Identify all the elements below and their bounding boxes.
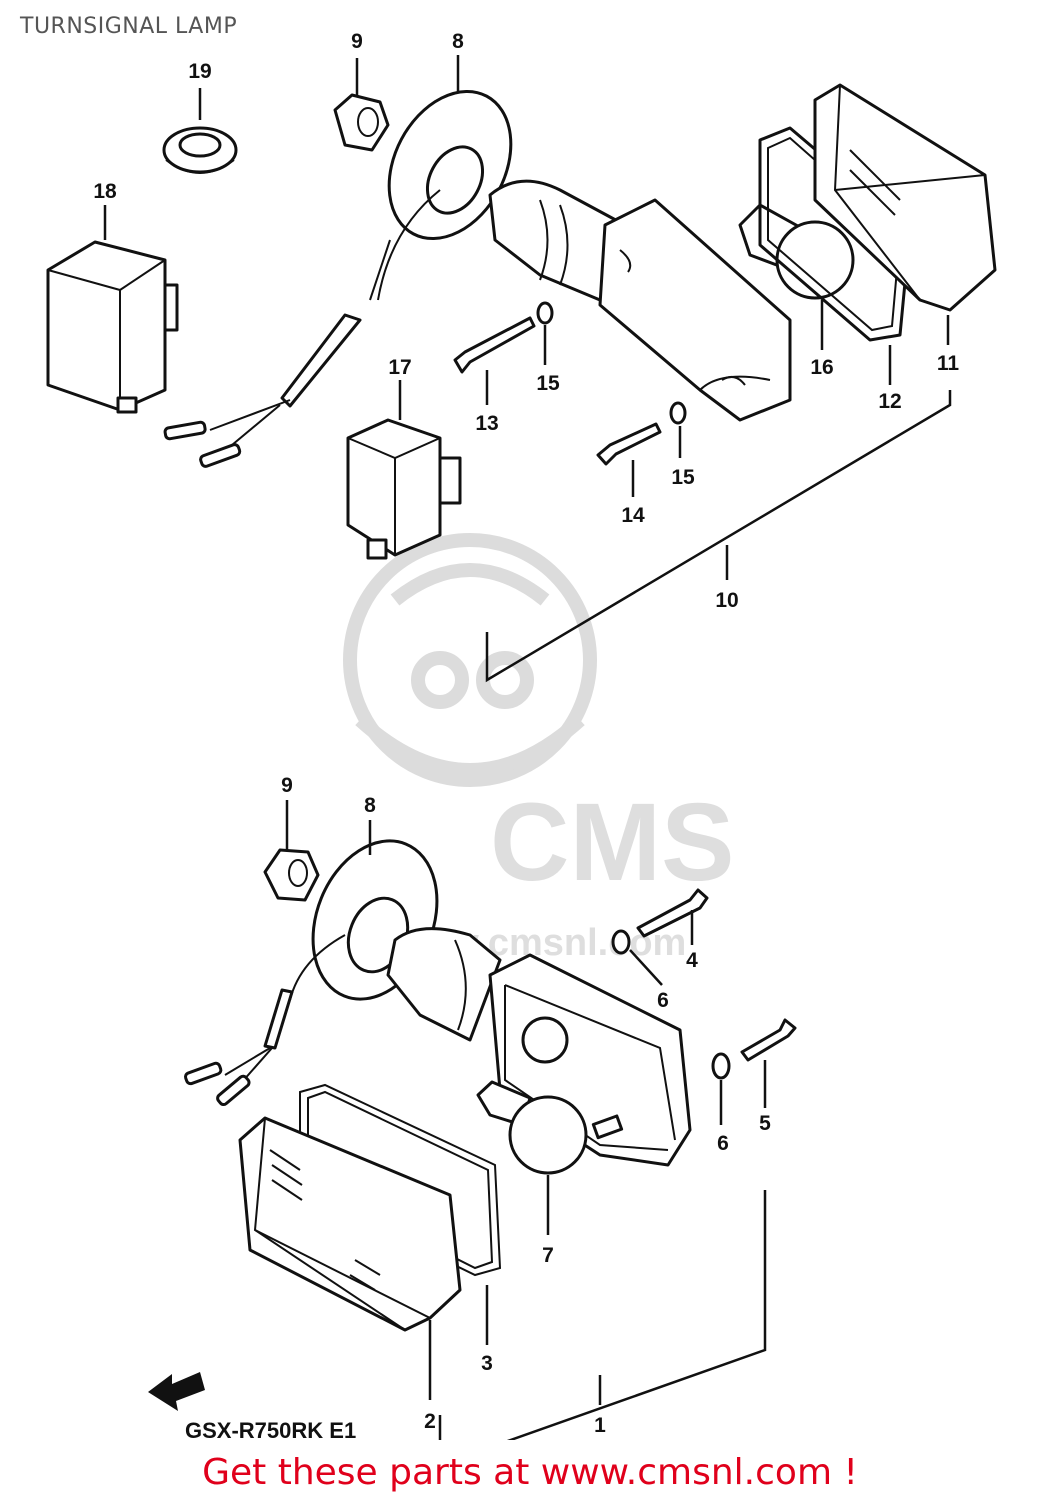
label-part-1: 1 xyxy=(594,1414,606,1437)
label-part-14: 14 xyxy=(621,504,645,527)
part-12-lens-gasket xyxy=(758,126,912,342)
label-part-11: 11 xyxy=(937,352,960,375)
part-6-washer-b xyxy=(711,1052,731,1080)
label-part-13: 13 xyxy=(475,412,498,435)
label-part-6-a: 6 xyxy=(657,989,669,1012)
part-15-washer-b xyxy=(669,401,687,425)
part-15-washer-a xyxy=(536,301,554,325)
label-part-9-top: 9 xyxy=(351,30,363,53)
wire-harness-bottom xyxy=(184,934,346,1107)
label-part-15-a: 15 xyxy=(536,372,560,395)
part-2-lens-bottom xyxy=(238,1116,462,1332)
wire-harness-top xyxy=(163,189,441,468)
part-8-gasket-top xyxy=(387,89,513,241)
label-part-10: 10 xyxy=(715,589,738,612)
label-part-15-b: 15 xyxy=(671,466,695,489)
part-13-screw xyxy=(453,316,536,374)
label-part-7: 7 xyxy=(542,1244,554,1267)
part-16-bulb-top xyxy=(738,203,855,300)
label-part-5: 5 xyxy=(759,1112,771,1135)
label-part-3: 3 xyxy=(481,1352,493,1375)
label-part-8-top: 8 xyxy=(452,30,464,53)
label-part-16: 16 xyxy=(810,356,833,379)
part-4-screw xyxy=(636,888,709,938)
label-part-18: 18 xyxy=(93,180,117,203)
label-part-8-bottom: 8 xyxy=(364,794,376,817)
part-6-washer-a xyxy=(611,929,631,955)
exploded-parts-diagram: CMS www.cmsnl.com xyxy=(46,30,997,1440)
bracket-10 xyxy=(485,390,952,683)
label-part-17: 17 xyxy=(388,356,411,379)
part-19-grommet xyxy=(162,126,238,174)
bracket-1 xyxy=(438,1190,767,1440)
label-part-19: 19 xyxy=(188,60,211,83)
part-9-nut-top xyxy=(333,93,390,152)
front-arrow-icon xyxy=(148,1372,205,1411)
watermark-brand: CMS xyxy=(490,781,734,904)
part-5-screw xyxy=(740,1018,797,1062)
model-code: GSX-R750RK E1 xyxy=(185,1418,356,1440)
part-7-bulb-bottom xyxy=(476,1080,588,1175)
part-17-relay xyxy=(346,418,462,560)
part-number-labels: 19 9 8 18 17 13 15 14 15 16 12 11 10 9 8… xyxy=(93,30,959,1437)
label-part-6-b: 6 xyxy=(717,1132,729,1155)
diagram-title: TURNSIGNAL LAMP xyxy=(20,14,238,39)
part-14-screw xyxy=(596,422,662,466)
part-10-stem-housing xyxy=(488,179,792,422)
label-part-9-bottom: 9 xyxy=(281,774,293,797)
label-part-12: 12 xyxy=(878,390,901,413)
part-9-nut-bottom xyxy=(263,848,320,902)
part-11-lens-top xyxy=(813,83,997,312)
label-part-2: 2 xyxy=(424,1410,436,1433)
part-18-relay xyxy=(46,240,179,414)
footer-link-text[interactable]: Get these parts at www.cmsnl.com ! xyxy=(202,1452,858,1493)
label-part-4: 4 xyxy=(686,949,698,972)
